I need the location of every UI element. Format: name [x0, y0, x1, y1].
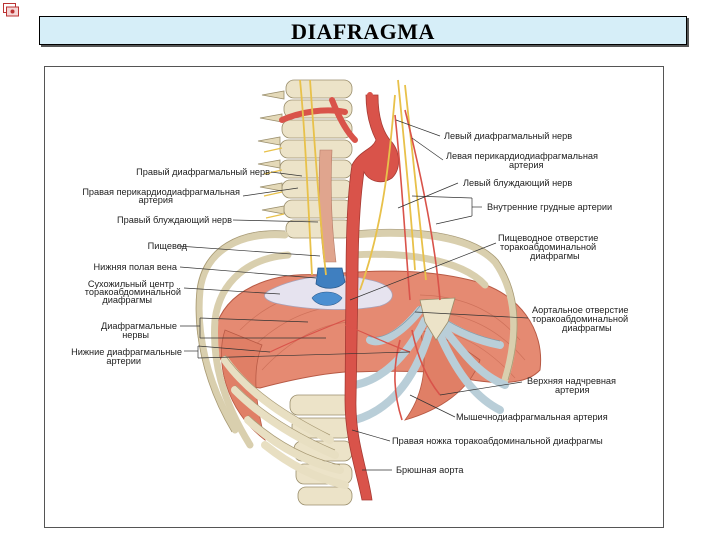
- rib-cage: [195, 229, 518, 449]
- label-abdominal-aorta: Брюшная аорта: [396, 465, 464, 475]
- label-inferior-vena-cava: Нижняя полая вена: [94, 262, 178, 272]
- leader-lines: [177, 119, 529, 471]
- page-title: DIAFRAGMA: [291, 19, 435, 44]
- label-superior-epigastric-artery-1: Верхняя надчревная: [527, 376, 616, 386]
- label-phrenic-nerves-2: нервы: [122, 330, 149, 340]
- costal-cartilage: [351, 306, 509, 424]
- label-central-tendon-2: торакоабдоминальной: [85, 287, 181, 297]
- label-central-tendon-3: диафрагмы: [102, 295, 152, 305]
- label-esophageal-hiatus-1: Пищеводное отверстие: [498, 233, 598, 243]
- label-left-phrenic-nerve: Левый диафрагмальный нерв: [444, 131, 572, 141]
- labels-left: Правый диафрагмальный нерв Правая перика…: [71, 167, 270, 366]
- label-musculophrenic-artery: Мышечнодиафрагмальная артерия: [456, 412, 608, 422]
- label-esophageal-hiatus-3: диафрагмы: [530, 251, 580, 261]
- inferior-vena-cava: [315, 267, 346, 289]
- label-phrenic-nerves-1: Диафрагмальные: [101, 321, 177, 331]
- anatomy-drawing: [195, 79, 542, 506]
- label-right-crus: Правая ножка торакоабдоминальной диафраг…: [392, 436, 603, 446]
- label-right-vagus-nerve: Правый блуждающий нерв: [117, 215, 232, 225]
- label-left-pericardiophrenic-artery-1: Левая перикардиодиафрагмальная: [446, 151, 598, 161]
- aorta: [344, 94, 399, 501]
- esophagus: [318, 149, 337, 263]
- label-aortic-hiatus-3: диафрагмы: [562, 323, 612, 333]
- nerves: [299, 79, 427, 291]
- label-inferior-phrenic-arteries-1: Нижние диафрагмальные: [71, 347, 182, 357]
- label-inferior-phrenic-arteries-2: артерии: [106, 356, 141, 366]
- title-bar: DIAFRAGMA: [39, 16, 687, 45]
- label-esophagus: Пищевод: [148, 241, 188, 251]
- slide-icon: [3, 3, 19, 17]
- label-central-tendon-1: Сухожильный центр: [88, 279, 174, 289]
- internal-thoracic-arteries: [394, 109, 441, 421]
- labels-right: Левый диафрагмальный нерв Левая перикард…: [392, 131, 629, 475]
- label-right-pericardiophrenic-artery-2: артерия: [139, 195, 173, 205]
- label-left-pericardiophrenic-artery-2: артерия: [509, 160, 543, 170]
- label-esophageal-hiatus-2: торакоабдоминальной: [500, 242, 596, 252]
- label-internal-thoracic-arteries: Внутренние грудные артерии: [487, 202, 612, 212]
- label-aortic-hiatus-1: Аортальное отверстие: [532, 305, 629, 315]
- label-aortic-hiatus-2: торакоабдоминальной: [532, 314, 628, 324]
- label-left-vagus-nerve: Левый блуждающий нерв: [463, 178, 572, 188]
- xiphoid-process: [419, 297, 456, 341]
- label-superior-epigastric-artery-2: артерия: [555, 385, 589, 395]
- label-right-phrenic-nerve: Правый диафрагмальный нерв: [136, 167, 270, 177]
- label-right-pericardiophrenic-artery-1: Правая перикардиодиафрагмальная: [82, 187, 240, 197]
